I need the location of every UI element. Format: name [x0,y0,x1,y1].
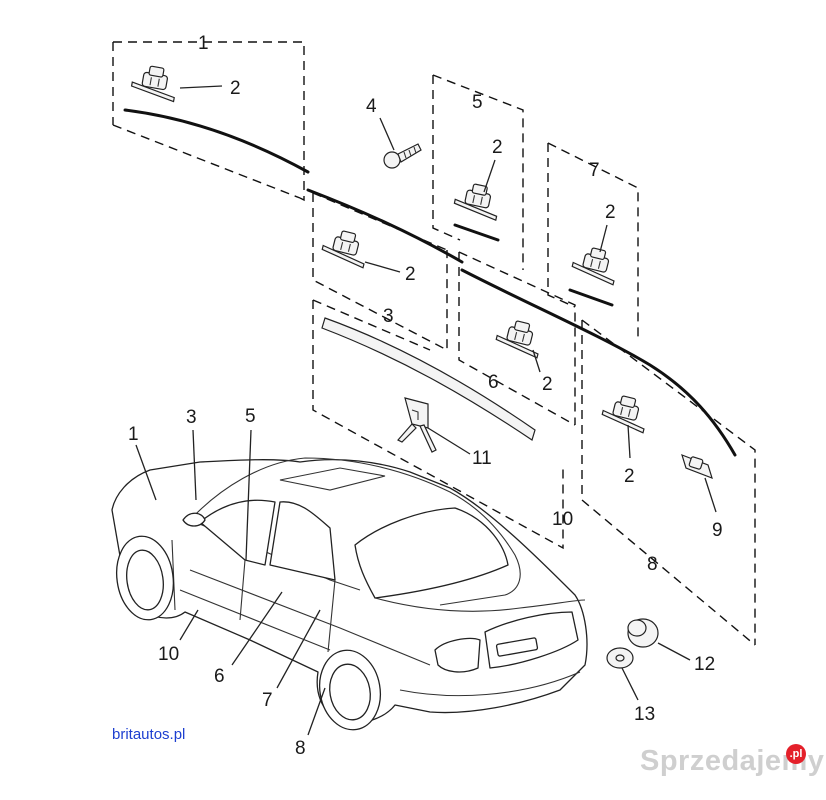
callout-box3: 3 [383,306,394,327]
callout-box6: 6 [488,372,499,393]
box-8 [581,319,756,646]
box-7 [547,142,639,340]
callout-car5: 5 [245,406,256,427]
callout-car7: 7 [262,690,273,711]
screw-part [383,143,422,169]
callout-box10: 10 [552,509,573,530]
callout-box6-clip: 2 [542,374,553,395]
callout-car3: 3 [186,407,197,428]
door-moulding-3 [321,317,536,441]
callout-box5: 5 [472,92,483,113]
washer-13-part [606,647,634,669]
clip-9-part [681,453,713,480]
bracket-part [397,397,437,453]
callout-car8: 8 [295,738,306,759]
site-watermark: britautos.pl [112,726,186,743]
trim-box5 [453,223,500,242]
clip-box8 [599,391,652,434]
callout-box7-clip: 2 [605,202,616,223]
callout-grommet12: 12 [694,654,715,675]
callout-box10-clip: 2 [405,264,416,285]
clip-box7 [569,243,622,286]
clip-box5 [452,180,503,221]
leader-lines [135,85,717,736]
callout-washer13: 13 [634,704,655,725]
callout-box5-clip: 2 [492,137,503,158]
callout-bracket: 11 [472,448,492,469]
car-illustration [111,457,588,731]
grommet-12-part [627,618,659,648]
brand-logo-dot: .pl [786,744,806,764]
callout-box8-clip: 2 [624,466,635,487]
callout-car6: 6 [214,666,225,687]
box-1 [112,41,305,202]
callout-clip9: 9 [712,520,723,541]
roof-trim-front [123,108,310,174]
box-5 [432,74,524,270]
callout-car1: 1 [128,424,139,445]
clip-box10 [319,226,372,269]
callout-screw: 4 [366,96,377,117]
callout-box8: 8 [647,554,658,575]
trim-box7 [568,288,614,307]
callout-car10: 10 [158,644,179,665]
box-6 [458,251,576,426]
callout-box1-clip: 2 [230,78,241,99]
clip-box6 [493,316,546,359]
box-10 [312,299,564,550]
callout-box1: 1 [198,33,209,54]
roof-trim-mid [306,188,464,264]
clip-box1 [129,62,180,103]
roof-trim-rear [460,268,737,457]
callout-box7: 7 [589,160,600,181]
